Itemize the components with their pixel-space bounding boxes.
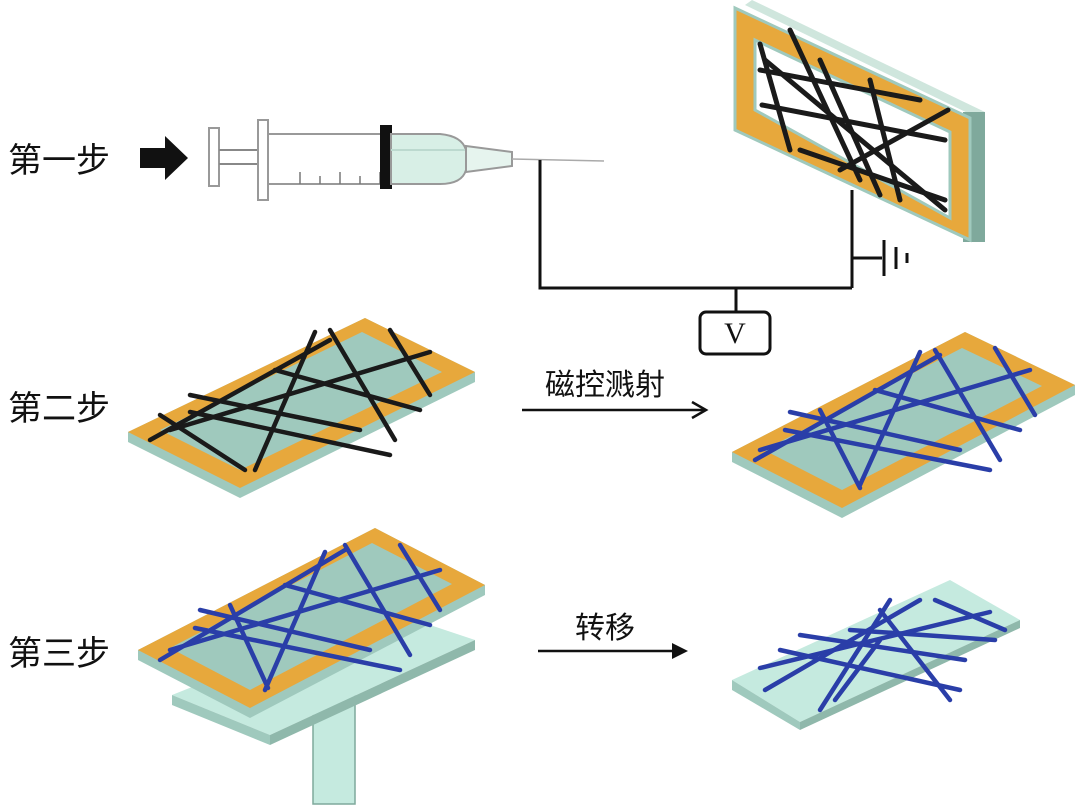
transferred-substrate (732, 580, 1020, 730)
collector-frame (733, 0, 985, 243)
sputtering-label: 磁控溅射 (545, 368, 665, 403)
circuit-wire (538, 160, 882, 312)
step-three-label: 第三步 (8, 634, 110, 674)
frame-on-substrate (138, 528, 485, 718)
arrow-right-icon (140, 136, 188, 180)
voltage-label: V (724, 317, 746, 350)
arrow-right-icon (522, 400, 709, 420)
arrow-right-icon (538, 643, 688, 659)
step-two-label: 第二步 (8, 389, 110, 429)
syringe (208, 119, 605, 201)
frame-blue-fibers (732, 332, 1075, 518)
transfer-label: 转移 (575, 611, 635, 646)
step-one-label: 第一步 (8, 141, 110, 181)
voltage-source: V (698, 310, 772, 356)
frame-black-fibers (128, 318, 475, 498)
ground-icon (882, 240, 909, 276)
